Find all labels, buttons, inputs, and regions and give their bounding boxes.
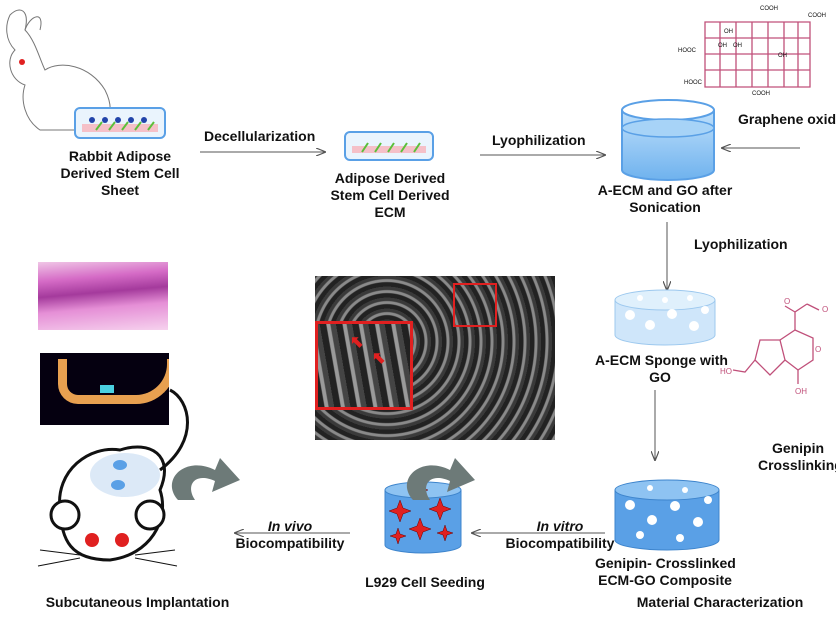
- imaging-scan: [40, 353, 169, 425]
- genipin-o-label: O: [815, 345, 821, 354]
- sponge-cylinder: [614, 289, 716, 346]
- go-oh-label: OH: [778, 53, 787, 59]
- go-cooh-label: COOH: [808, 13, 826, 19]
- go-cooh-label: COOH: [760, 6, 778, 12]
- histology-image: [38, 262, 168, 330]
- curved-arrow-in-vitro: [406, 458, 475, 500]
- decellularization-label: Decellularization: [204, 128, 316, 144]
- go-oh-label: OH: [718, 43, 727, 49]
- beaker: [621, 99, 715, 181]
- l929-label: L929 Cell Seeding: [365, 574, 485, 590]
- genipin-oh-label: OH: [795, 387, 807, 396]
- sem-image: ⬉ ⬉: [315, 276, 555, 440]
- composite-cylinder: [614, 479, 720, 551]
- go-oh-label: OH: [733, 43, 742, 49]
- graphene-oxide-label: Graphene oxide: [738, 111, 836, 127]
- go-hooc-label: HOOC: [678, 48, 697, 54]
- genipin-ho-label: HO: [720, 367, 732, 376]
- red-arrow-icon: ⬉: [372, 350, 386, 367]
- go-hooc-label: HOOC: [684, 80, 703, 86]
- go-oh-label: OH: [724, 29, 733, 35]
- mouse-illustration: [37, 388, 189, 567]
- go-cooh-label: COOH: [752, 91, 770, 97]
- characterization-label: Material Characterization: [636, 594, 804, 610]
- genipin-o-label: O: [784, 297, 790, 306]
- curved-arrow-in-vivo: [171, 458, 240, 500]
- genipin-o-label: O: [822, 305, 828, 314]
- sem-highlight-box: [453, 283, 497, 327]
- ecm-dish: [344, 131, 434, 161]
- red-arrow-icon: ⬉: [350, 334, 364, 351]
- graphene-oxide-structure: [704, 21, 811, 88]
- lyophilization-label-1: Lyophilization: [492, 132, 586, 148]
- implantation-label: Subcutaneous Implantation: [45, 594, 230, 610]
- lyophilization-label-2: Lyophilization: [694, 236, 788, 252]
- sem-inset: ⬉ ⬉: [315, 321, 413, 410]
- genipin-structure: [732, 303, 820, 384]
- cell-sheet-dish: [74, 107, 166, 139]
